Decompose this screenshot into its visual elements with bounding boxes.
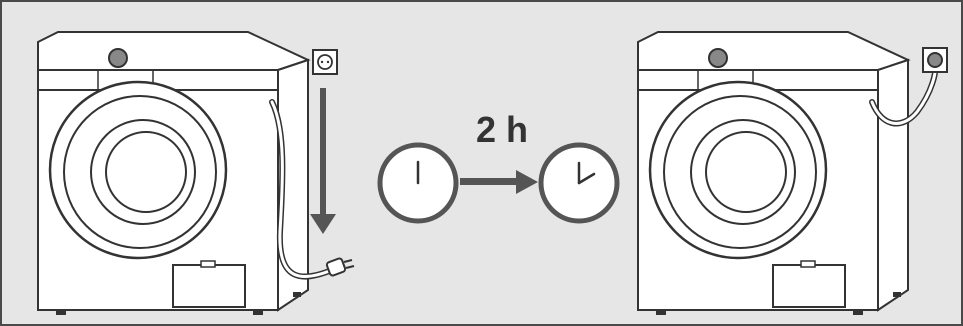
wall-socket-icon — [922, 47, 948, 73]
washing-machine-icon — [36, 30, 310, 317]
washing-machine-icon — [636, 30, 910, 317]
arrow-icon — [310, 88, 336, 234]
clock-icon — [377, 142, 459, 224]
power-cable-plugged — [869, 59, 939, 127]
clock-icon — [538, 142, 620, 224]
power-cable-unplugged — [269, 99, 335, 280]
wait-time-label: 2 h — [475, 109, 528, 150]
power-plug-icon — [325, 257, 355, 277]
arrow-icon — [460, 170, 538, 194]
wall-socket-icon — [312, 49, 338, 75]
